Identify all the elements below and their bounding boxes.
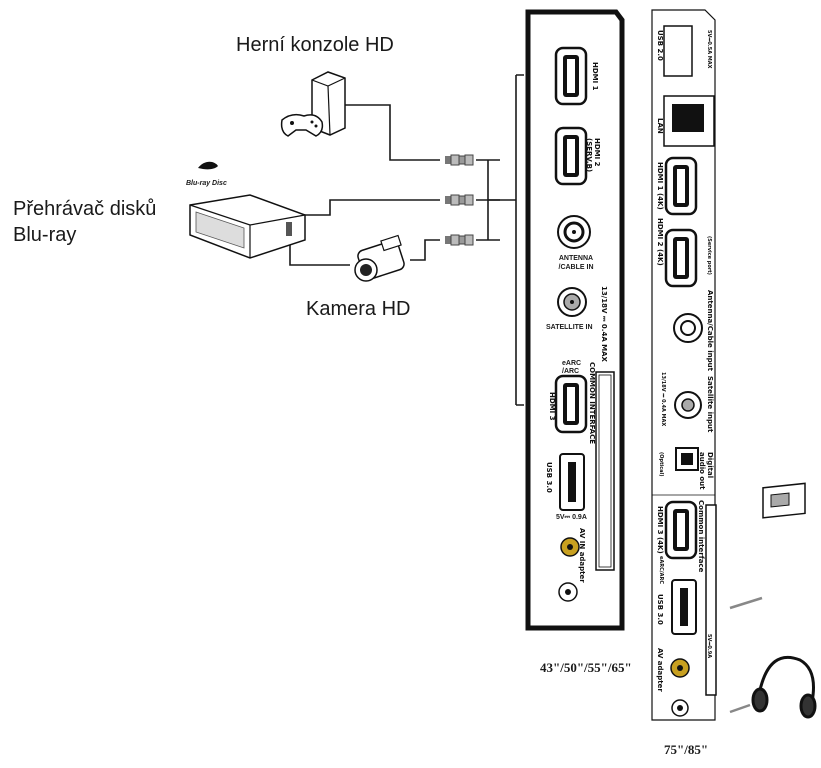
hdmi3-4k-port: [664, 500, 698, 560]
rca-connectors: [444, 154, 474, 246]
small-usb-spec: 5V⎓ 0.9A: [556, 514, 587, 521]
small-common-interface-label: COMMON INTERFACE: [588, 362, 596, 444]
small-satellite-label: SATELLITE IN: [546, 324, 593, 331]
large-usb20-label: USB 2.0: [656, 30, 664, 61]
small-hdmi1-label: HDMI 1: [591, 62, 599, 91]
large-satellite-label: Satellite input: [706, 376, 714, 433]
small-satellite-spec: 13/18V ⎓ 0.4A MAX: [600, 286, 608, 362]
small-usb-label: USB 3.0: [545, 462, 553, 493]
large-satellite-spec: 13/18V ⎓ 0.4A MAX: [660, 372, 666, 427]
game-console-icon: [280, 71, 346, 137]
large-optical-sub: (Optical): [658, 452, 664, 477]
large-optical-label: Digital audio out: [698, 452, 714, 490]
hdmi2-4k-port: [664, 228, 698, 288]
large-hdmi3-sub: eARC/ARC: [658, 556, 664, 584]
large-panel-caption: 75"/85": [664, 742, 709, 757]
bluray-logo-text: Blu-ray Disc: [186, 180, 227, 187]
bracket-line: [488, 74, 524, 406]
small-av-in-label: AV IN adapter: [578, 528, 586, 583]
hdmi3-port: [554, 374, 588, 434]
bluray-label-line1: Přehrávač disků: [13, 198, 157, 220]
panel-large: [651, 9, 717, 721]
large-usb-spec: 5V⎓0.9A: [706, 634, 712, 659]
cable-bluray: [300, 199, 440, 216]
small-hdmi3-arc: eARC /ARC: [562, 360, 582, 375]
ci-card-icon: [762, 482, 806, 519]
cable-game-console: [345, 104, 440, 161]
large-lan-label: LAN: [656, 118, 664, 134]
bluray-logo-icon: [198, 161, 218, 170]
large-usb20-spec: 5V⎓0.5A MAX: [706, 30, 712, 69]
bluray-label-line2: Blu-ray: [13, 224, 77, 246]
game-console-label: Herní konzole HD: [236, 34, 394, 56]
small-hdmi2-label: HDMI 2 (SERV.B): [585, 138, 601, 173]
large-hdmi2-sub: (Service port): [706, 236, 712, 275]
small-antenna-label: ANTENNA /CABLE IN: [558, 255, 594, 271]
hdmi2-port: [554, 126, 588, 186]
small-panel-caption: 43"/50"/55"/65": [540, 660, 632, 675]
large-usb-label: USB 3.0: [656, 594, 664, 625]
large-antenna-label: Antenna/Cable input: [706, 290, 714, 371]
cable-camera: [410, 239, 440, 261]
large-common-interface-label: Common interface: [697, 500, 705, 573]
headphones-icon: [751, 655, 817, 719]
small-hdmi3-label: HDMI 3: [548, 392, 556, 421]
hdmi1-4k-port: [664, 156, 698, 216]
large-av-label: AV adapter: [656, 648, 664, 692]
large-hdmi3-label: HDMI 3 (4K): [656, 506, 664, 554]
camera-icon: [354, 234, 405, 282]
panel-small: [525, 9, 625, 631]
arrow-ci: [729, 596, 763, 610]
large-hdmi1-label: HDMI 1 (4K): [656, 162, 664, 210]
arrow-headphones: [729, 703, 751, 714]
hdmi1-port: [554, 46, 588, 106]
large-hdmi2-label: HDMI 2 (4K): [656, 218, 664, 266]
camera-label: Kamera HD: [306, 298, 411, 320]
bluray-player-icon: [189, 194, 306, 259]
